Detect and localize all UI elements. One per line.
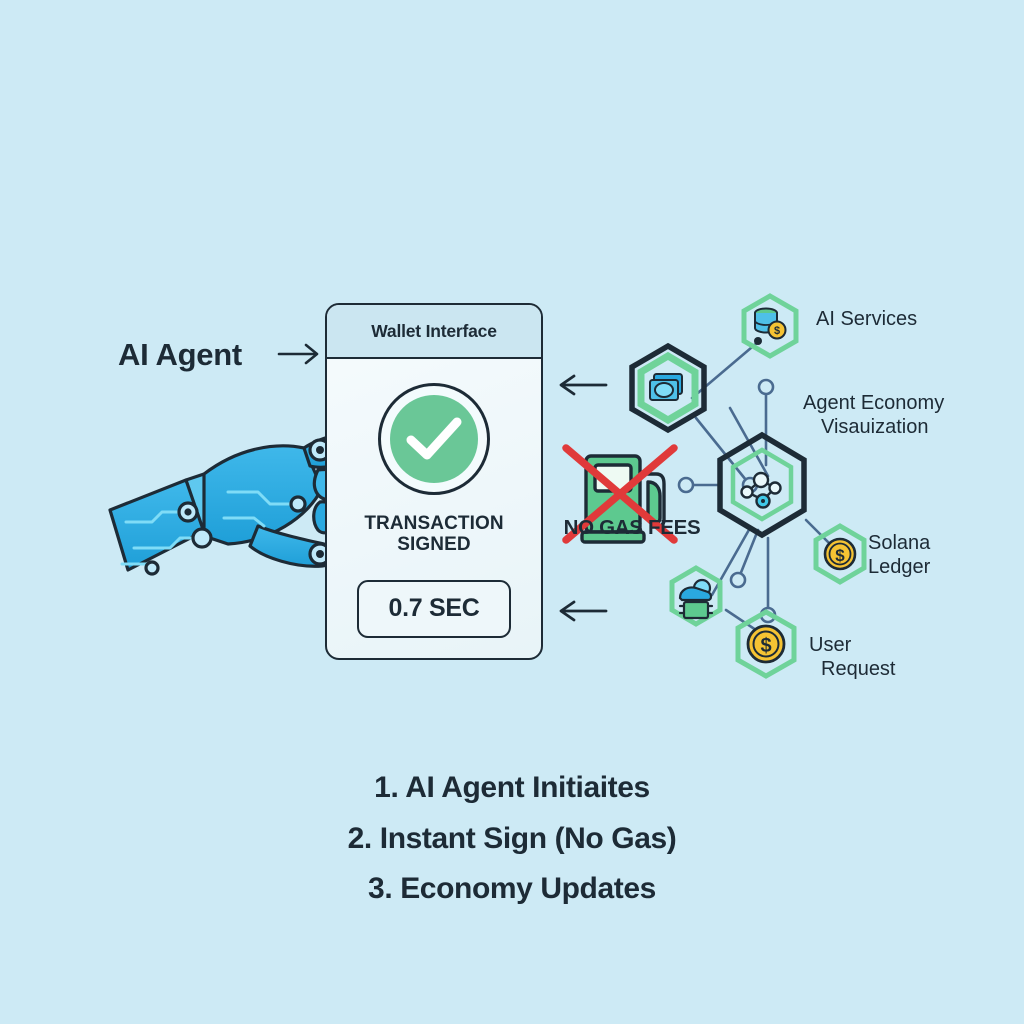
node-user-server[interactable] xyxy=(669,565,723,627)
svg-text:$: $ xyxy=(760,635,771,657)
node-solana-ledger[interactable]: $ xyxy=(813,523,867,585)
svg-text:$: $ xyxy=(835,546,845,565)
process-steps-list: 1. AI Agent Initiaites 2. Instant Sign (… xyxy=(0,772,1024,924)
step-item-2: 2. Instant Sign (No Gas) xyxy=(347,821,677,855)
checkmark-icon xyxy=(406,417,462,460)
node-wallet-cards[interactable] xyxy=(629,342,707,434)
status-line-1: TRANSACTION xyxy=(364,513,504,534)
network-molecule-icon xyxy=(740,471,782,509)
transaction-status-text: TRANSACTION SIGNED xyxy=(364,513,503,556)
svg-text:$: $ xyxy=(774,325,780,337)
node-user-request[interactable]: $ xyxy=(735,609,797,679)
label-user-request: User Request xyxy=(809,634,896,681)
label-ai-services: AI Services xyxy=(816,308,917,332)
label-solana-line2: Ledger xyxy=(868,555,931,578)
wallet-header-title: Wallet Interface xyxy=(371,320,497,341)
step-item-3: 3. Economy Updates xyxy=(368,872,656,905)
label-user-request-line2: Request xyxy=(821,657,896,680)
label-solana-ledger: Solana Ledger xyxy=(868,532,930,579)
label-user-request-line1: User xyxy=(809,634,852,656)
arrow-left-icon xyxy=(559,374,608,396)
duration-badge: 0.7 SEC xyxy=(357,579,511,638)
label-ai-services-line1: AI Services xyxy=(816,308,918,330)
network-title-line1: Agent Economy xyxy=(803,392,945,414)
step-item-1: 1. AI Agent Initiaites xyxy=(374,771,650,804)
no-gas-fees-label: NO GAS FEES xyxy=(563,516,701,539)
node-ai-services[interactable]: $ xyxy=(741,293,799,359)
wallet-card-header: Wallet Interface xyxy=(327,305,541,359)
node-agent-economy-core[interactable] xyxy=(717,431,807,539)
wallet-card-body: TRANSACTION SIGNED 0.7 SEC xyxy=(327,359,541,658)
check-circle-fill xyxy=(390,395,478,483)
label-solana-line1: Solana xyxy=(868,532,931,554)
gas-pump-icon xyxy=(562,444,678,544)
check-circle-icon xyxy=(378,383,490,495)
agent-economy-network-graph: $ xyxy=(629,293,867,679)
duration-badge-text: 0.7 SEC xyxy=(388,594,480,623)
label-agent-economy-visualization: Agent Economy Visauization xyxy=(803,392,944,439)
arrow-left-icon xyxy=(559,600,608,622)
arrow-right-icon xyxy=(277,343,319,365)
red-cross-icon xyxy=(562,444,678,544)
ai-agent-label: AI Agent xyxy=(118,337,242,372)
network-title-line2: Visauization xyxy=(821,415,929,438)
status-line-2: SIGNED xyxy=(397,534,471,556)
wallet-interface-card[interactable]: Wallet Interface TRANSACTION SIGNED 0.7 … xyxy=(325,303,543,660)
